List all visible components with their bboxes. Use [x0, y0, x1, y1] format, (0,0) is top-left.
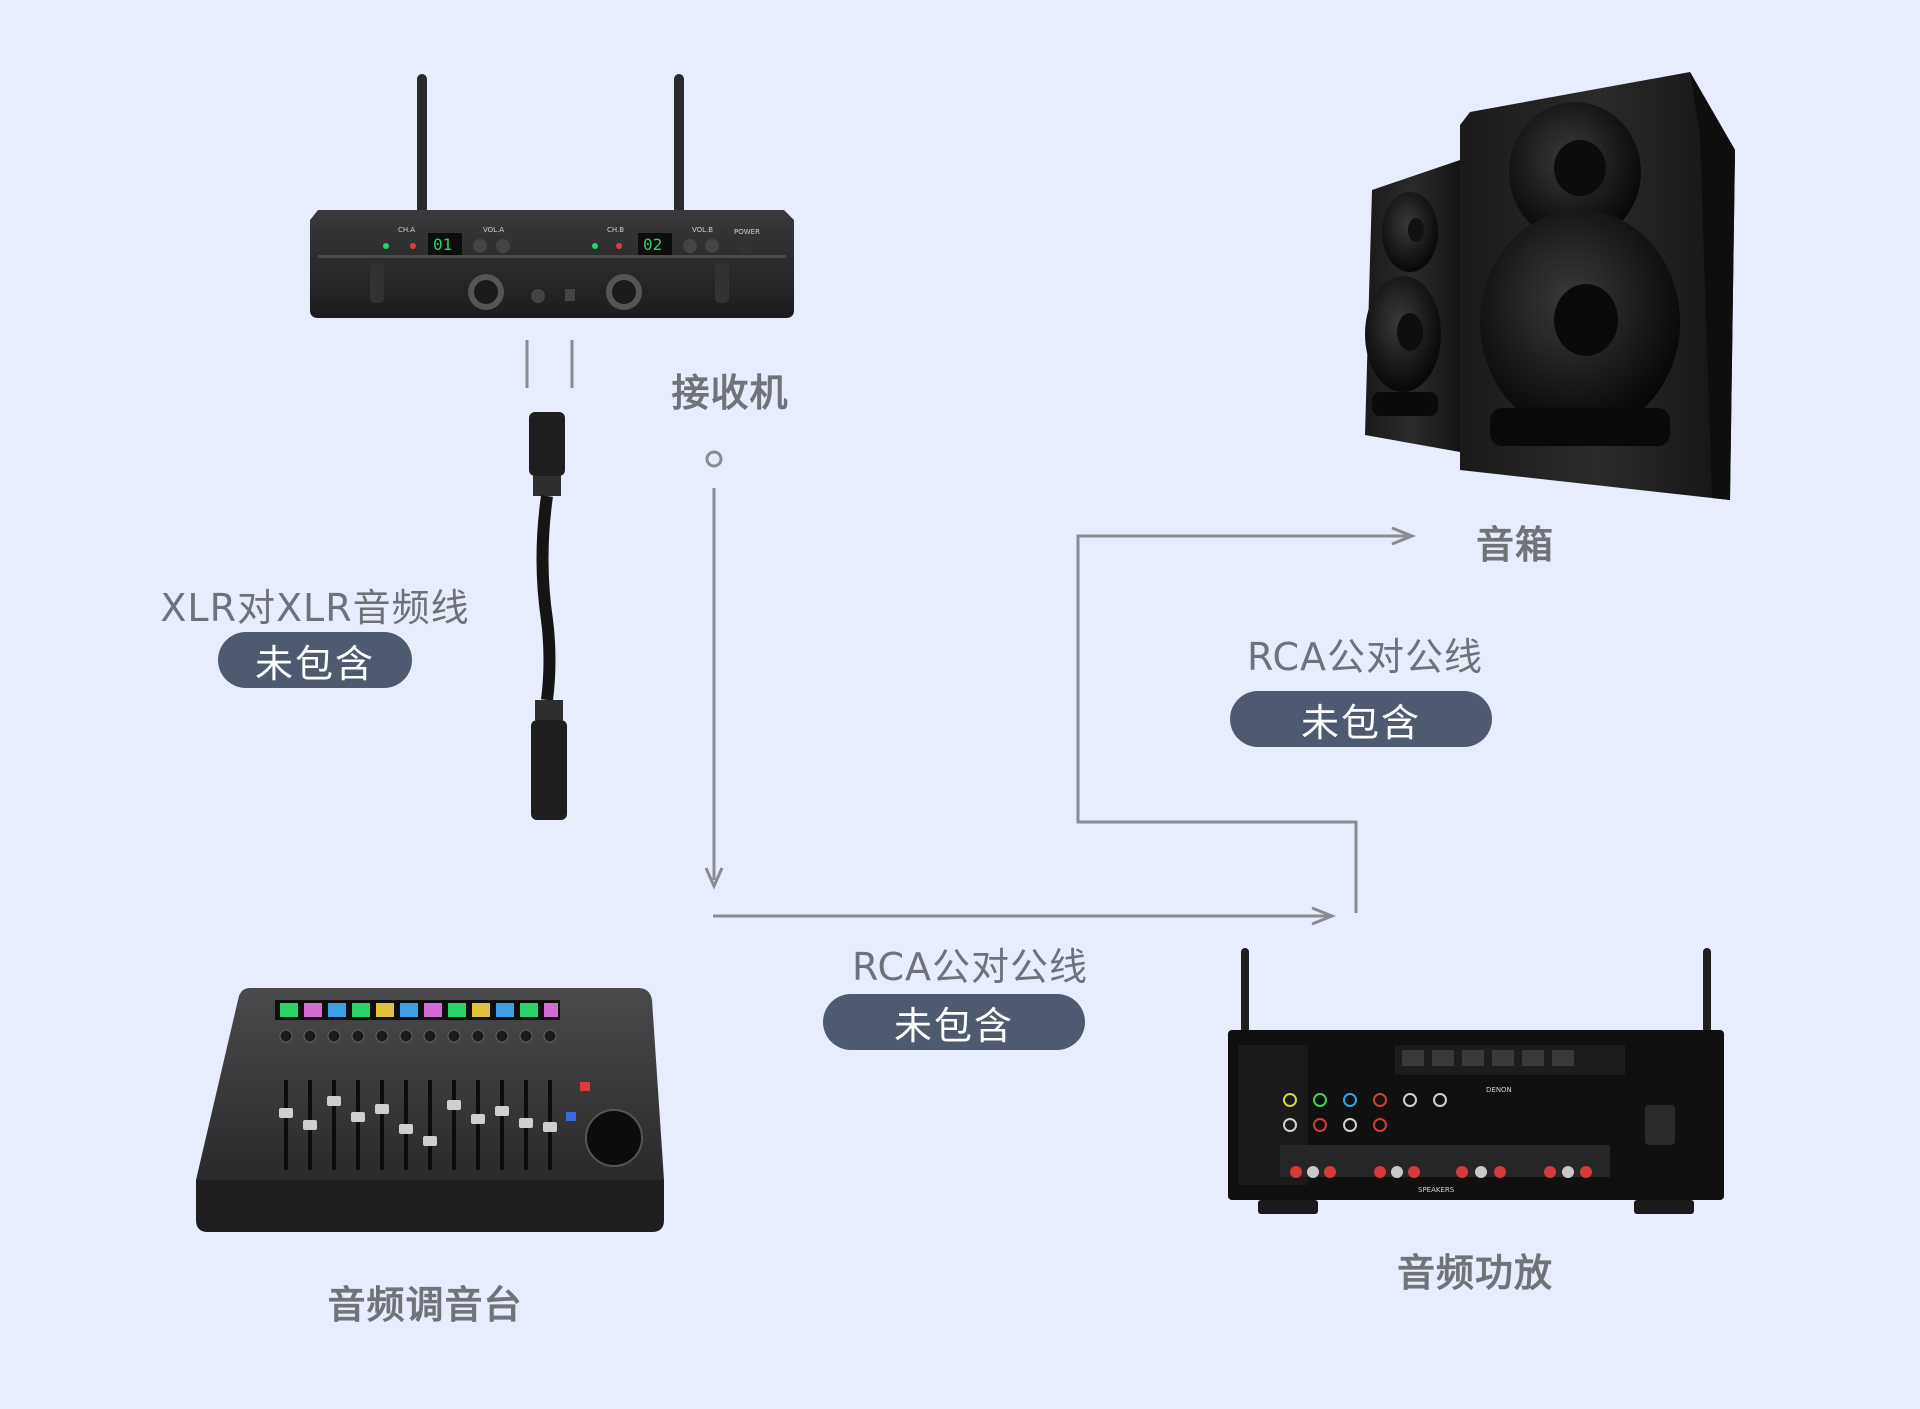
amp-power-inlet	[1645, 1105, 1675, 1145]
speaker-input-arrowhead	[1391, 526, 1417, 546]
connection-lines	[525, 340, 1417, 926]
rca-top-cable-label: RCA公对公线	[1246, 635, 1484, 679]
amp-to-speaker-line	[1076, 534, 1410, 913]
speakers-label: 音箱	[1475, 523, 1554, 567]
receiver-led-a-green	[383, 243, 389, 249]
rca-bottom-cable-status-badge: 未包含	[823, 994, 1085, 1050]
receiver-led-a-red	[410, 243, 416, 249]
xlr-cable-body	[536, 495, 556, 701]
mixer-front	[196, 1180, 664, 1232]
amplifier-image: DENON SPEAKERS	[1228, 948, 1724, 1214]
receiver-output-dot	[705, 450, 723, 468]
xlr-connector-top	[529, 412, 565, 476]
xlr-connector-bottom	[531, 720, 567, 820]
xlr-cable-label: XLR对XLR音频线	[160, 586, 470, 630]
amp-speakers-label: SPEAKERS	[1418, 1186, 1455, 1194]
amplifier-label: 音频功放	[1396, 1251, 1553, 1295]
receiver-ch-b-label: CH.B	[607, 226, 624, 234]
receiver-jack	[531, 289, 545, 303]
amp-brand: DENON	[1486, 1086, 1512, 1094]
receiver-display-a: 01	[433, 235, 452, 254]
receiver-handle-right	[715, 263, 729, 303]
receiver-power-label: POWER	[734, 228, 760, 236]
amp-antenna-right	[1703, 948, 1711, 1048]
receiver-ch-a-label: CH.A	[398, 226, 415, 234]
mixer-jog-wheel	[585, 1109, 643, 1167]
receiver-vol-b-label: VOL.B	[692, 226, 713, 234]
receiver-antenna-left	[417, 74, 427, 214]
receiver-display-b: 02	[643, 235, 662, 254]
amp-input-arrowhead	[1311, 906, 1337, 926]
rca-top-cable-status-badge: 未包含	[1230, 691, 1492, 747]
mixer-image	[196, 988, 664, 1232]
xlr-cable-status-badge: 未包含	[218, 632, 412, 688]
receiver-antenna-right	[674, 74, 684, 214]
mixer-label: 音频调音台	[327, 1283, 523, 1327]
speakers-image	[1365, 72, 1735, 500]
receiver-down-arrowhead	[704, 867, 724, 890]
receiver-image: CH.A 01 VOL.A CH.B 02 VOL.B POWER	[310, 74, 794, 318]
receiver-vol-a-label: VOL.A	[483, 226, 504, 234]
rca-bottom-cable-label: RCA公对公线	[851, 945, 1089, 989]
amp-speaker-terminals	[1290, 1166, 1592, 1178]
xlr-cable-image	[529, 412, 567, 820]
receiver-handle-left	[370, 263, 384, 303]
amp-antenna-left	[1241, 948, 1249, 1044]
receiver-label: 接收机	[671, 371, 789, 415]
